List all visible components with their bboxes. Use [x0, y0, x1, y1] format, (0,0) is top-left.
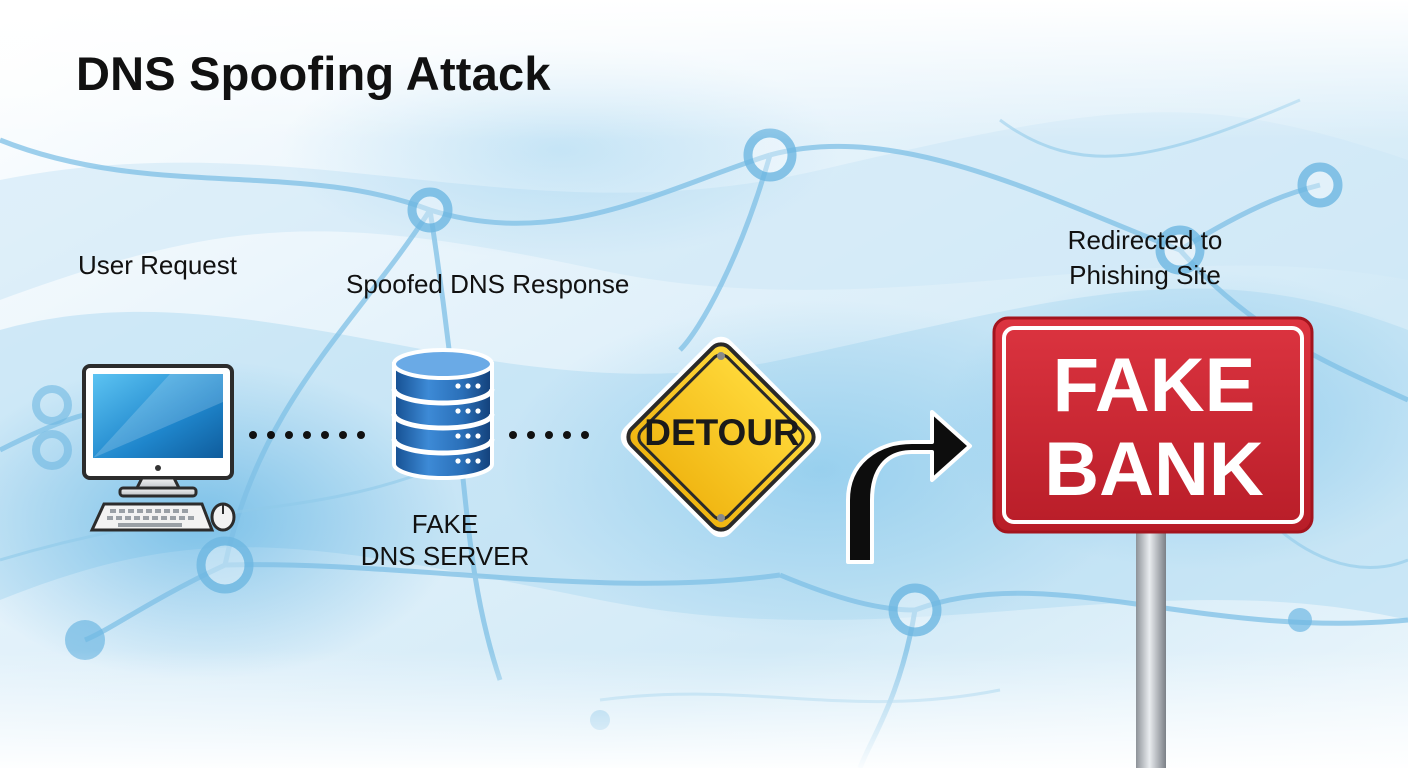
detour-sign-text: DETOUR: [644, 412, 800, 453]
mouse-icon: [210, 502, 236, 532]
server-icon: [391, 348, 495, 480]
detour-sign-icon: [620, 336, 822, 538]
fake-bank-line2: BANK: [1044, 427, 1264, 512]
fake-dns-line1: FAKE: [411, 509, 479, 539]
user-request-label: User Request: [78, 250, 237, 280]
page-title: DNS Spoofing Attack: [76, 47, 551, 100]
computer-icon: [82, 364, 234, 498]
fake-bank-line1: FAKE: [1052, 343, 1256, 428]
fake-dns-server-label: FAKE DNS SERVER: [330, 508, 560, 572]
redirect-arrow-icon: [846, 410, 972, 564]
keyboard-icon: [89, 502, 215, 532]
spoofed-response-label: Spoofed DNS Response: [346, 269, 630, 299]
fake-bank-sign-icon: [992, 316, 1314, 768]
fake-dns-line2: DNS SERVER: [360, 541, 530, 571]
fake-bank-sign-text: FAKE BANK: [998, 344, 1310, 512]
response-connector: [509, 431, 589, 439]
request-connector: [249, 431, 365, 439]
redirected-label: Redirected to Phishing Site: [1067, 225, 1223, 290]
